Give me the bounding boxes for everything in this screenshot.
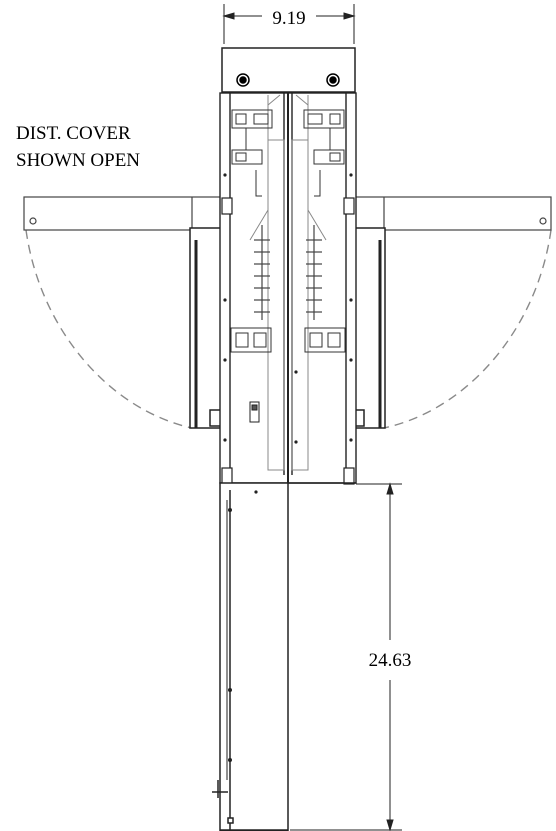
width-dimension-label: 9.19 <box>272 8 305 29</box>
top-cap-bolts <box>236 73 340 87</box>
left-side-housing <box>189 227 225 429</box>
breaker-ladder-right <box>306 225 322 320</box>
enclosure-rivets <box>223 173 353 444</box>
main-enclosure <box>219 92 357 484</box>
height-dimension <box>290 482 402 831</box>
pedestal-rivets <box>228 490 258 762</box>
upper-breaker-cluster-left <box>231 109 273 197</box>
lower-lug-block-left <box>230 327 272 353</box>
annotation-line-2: SHOWN OPEN <box>16 150 140 171</box>
small-switch-block <box>249 401 260 423</box>
lower-lug-block-right <box>304 327 346 353</box>
pedestal-column <box>219 482 289 831</box>
pedestal-base-bracket <box>212 780 288 831</box>
breaker-ladder-left <box>254 225 270 320</box>
annotation-line-1: DIST. COVER <box>16 123 131 144</box>
interior-bus-frame <box>249 94 327 471</box>
cover-swing-arcs <box>25 229 552 429</box>
mounting-clips <box>221 197 355 485</box>
upper-breaker-cluster-right <box>303 109 345 197</box>
width-dimension <box>222 4 356 44</box>
height-dimension-label: 24.63 <box>369 650 412 671</box>
